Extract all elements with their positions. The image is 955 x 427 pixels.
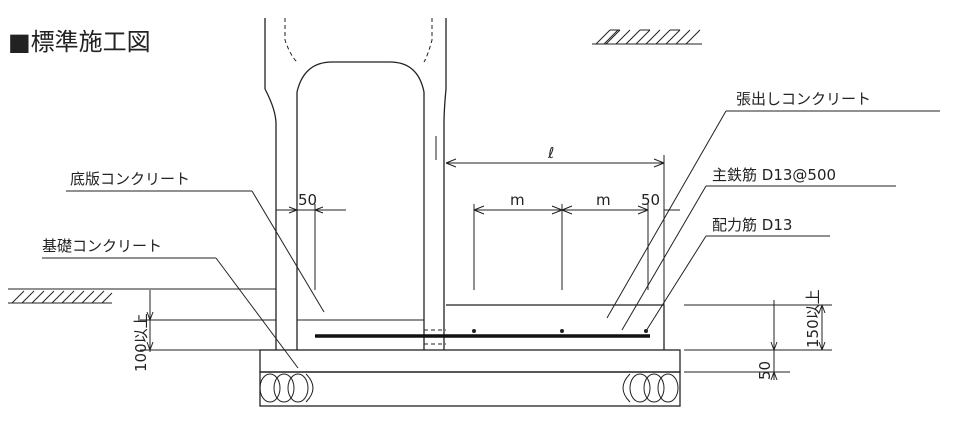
dimension-lines	[140, 155, 832, 381]
dim-100-min: 100以上	[132, 313, 150, 372]
base-slab-rebar	[315, 329, 650, 338]
ground-hatch-left	[8, 288, 276, 304]
dim-50-left: 50	[298, 191, 317, 209]
overhang-concrete-block	[446, 304, 665, 350]
label-foundation-concrete: 基礎コンクリート	[42, 237, 162, 255]
label-base-slab-concrete: 底版コンクリート	[70, 170, 190, 188]
ground-hatch-top-right	[592, 29, 702, 45]
dim-150-min: 150以上	[804, 289, 822, 348]
culvert-box	[264, 18, 447, 351]
drawing-title: ■標準施工図	[8, 28, 151, 56]
label-main-rebar: 主鉄筋 D13@500	[712, 166, 836, 184]
dim-50-right: 50	[641, 191, 660, 209]
label-overhang-concrete: 張出しコンクリート	[736, 90, 871, 108]
dim-m-left: m	[510, 191, 525, 209]
dim-m-right: m	[596, 191, 611, 209]
label-distribution-rebar: 配力筋 D13	[712, 216, 792, 234]
gravel-right	[622, 373, 679, 403]
gravel-left	[259, 373, 314, 403]
dim-ell: ℓ	[547, 144, 554, 162]
foundation-concrete	[259, 349, 681, 407]
dim-50-bottom: 50	[756, 361, 774, 380]
